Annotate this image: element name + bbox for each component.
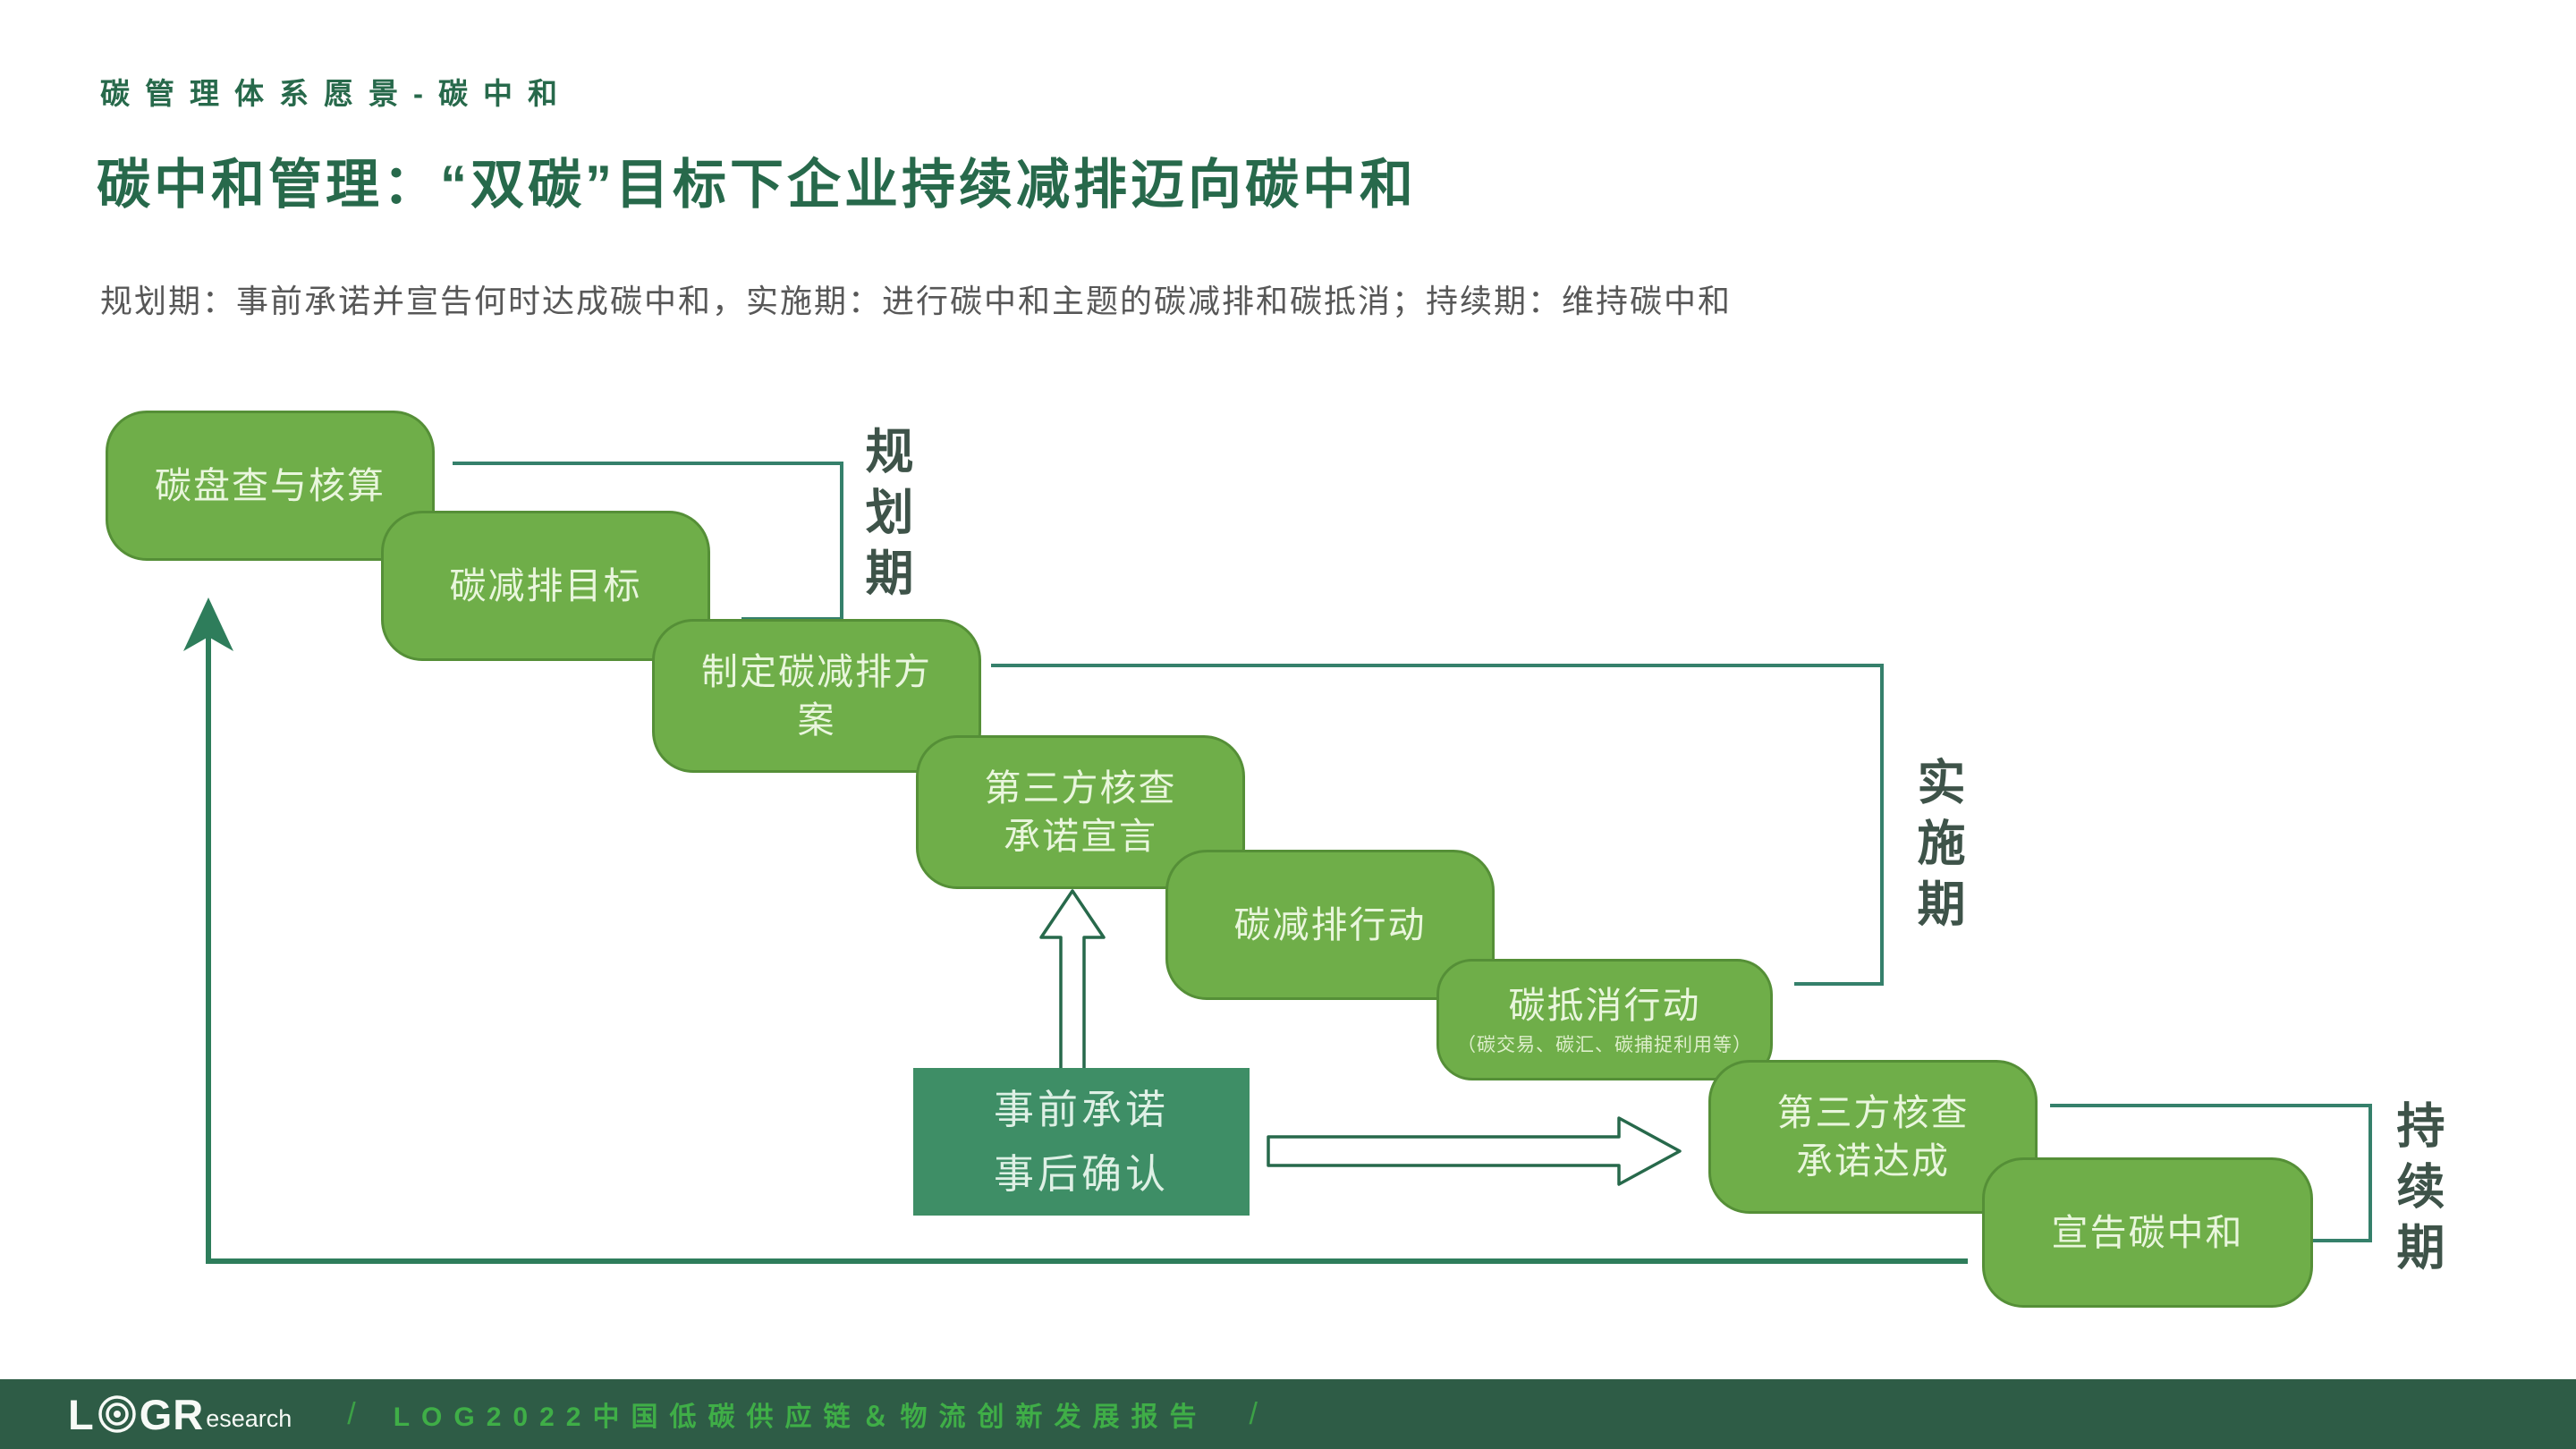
logo-target-icon xyxy=(97,1394,138,1435)
feedback-loop-arrowhead-icon xyxy=(183,597,233,651)
phase-label-sustain: 持续期 xyxy=(2389,1100,2443,1283)
node-label: 宣告碳中和 xyxy=(2051,1211,2244,1253)
page-title: 碳中和管理：“双碳”目标下企业持续减排迈向碳中和 xyxy=(97,155,1417,215)
footer-slash: / xyxy=(1249,1396,1258,1431)
node-reduction-target: 碳减排目标 xyxy=(381,511,710,661)
subtitle: 规划期：事前承诺并宣告何时达成碳中和，实施期：进行碳中和主题的碳减排和碳抵消；持… xyxy=(100,283,1733,319)
node-carbon-inventory: 碳盘查与核算 xyxy=(106,411,435,561)
sustain-phase-bracket xyxy=(2050,1104,2372,1242)
eyebrow-label: 碳管理体系愿景-碳中和 xyxy=(100,77,572,110)
node-label: 案 xyxy=(797,699,836,741)
node-label: 碳减排行动 xyxy=(1233,903,1427,945)
commit-right-arrow xyxy=(1267,1116,1682,1186)
commit-up-arrow xyxy=(1039,889,1106,1072)
node-label: 承诺达成 xyxy=(1796,1140,1950,1182)
node-label: 事前承诺 xyxy=(993,1086,1169,1132)
node-declare-neutrality: 宣告碳中和 xyxy=(1982,1157,2313,1308)
node-offset-action: 碳抵消行动 （碳交易、碳汇、碳捕捉利用等） xyxy=(1436,959,1773,1080)
node-sublabel: （碳交易、碳汇、碳捕捉利用等） xyxy=(1457,1035,1752,1056)
phase-label-implementation: 实施期 xyxy=(1910,757,1963,939)
footer-bar: L GR esearch / LOG2022中国低碳供应链＆物流创新发展报告 / xyxy=(0,1379,2576,1449)
implementation-phase-bracket xyxy=(991,664,1884,986)
footer-report-title: LOG2022中国低碳供应链＆物流创新发展报告 xyxy=(393,1402,1208,1432)
logo-letters-gr: GR xyxy=(139,1390,205,1438)
logo-research-text: esearch xyxy=(206,1404,292,1432)
node-label: 第三方核查 xyxy=(1776,1091,1970,1133)
node-label: 事后确认 xyxy=(993,1150,1169,1197)
node-label: 第三方核查 xyxy=(984,767,1177,809)
logo-letter-l: L xyxy=(68,1390,95,1438)
node-label: 碳抵消行动 xyxy=(1508,985,1701,1027)
logo: L GR esearch xyxy=(68,1394,292,1436)
node-commit-confirm: 事前承诺 事后确认 xyxy=(913,1068,1250,1216)
footer-slash: / xyxy=(347,1396,356,1431)
phase-label-planning: 规划期 xyxy=(858,426,911,608)
node-label: 碳盘查与核算 xyxy=(155,464,386,506)
node-label: 碳减排目标 xyxy=(449,564,642,606)
node-label: 制定碳减排方 xyxy=(701,650,932,692)
node-label: 承诺宣言 xyxy=(1004,816,1157,857)
feedback-loop-arrow xyxy=(206,631,1968,1264)
node-reduction-action: 碳减排行动 xyxy=(1165,850,1495,1000)
